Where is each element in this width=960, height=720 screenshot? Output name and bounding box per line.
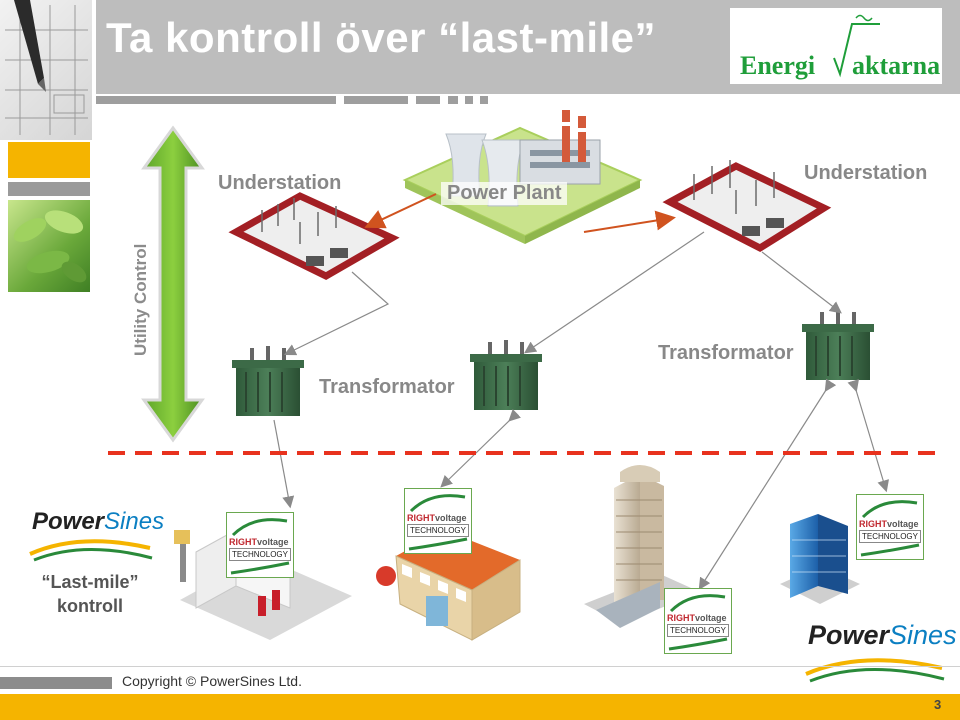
last-mile-label: “Last-mile” kontroll [20,570,160,618]
rightvoltage-technology-label: TECHNOLOGY [667,624,729,637]
rightvoltage-logo-text: RIGHTvoltage [667,613,727,623]
transformer-left-label: Transformator [319,376,455,399]
powersines-power-text: Power [808,620,889,650]
transformer-right-label: Transformator [658,342,794,365]
power-plant-label: Power Plant [441,182,567,205]
rightvoltage-badge: RIGHTvoltage TECHNOLOGY [226,512,294,578]
arrow-substation-to-transformer-left [286,272,388,354]
powersines-sines-text: Sines [889,620,957,650]
rightvoltage-badge: RIGHTvoltage TECHNOLOGY [404,488,472,554]
substation-right-label: Understation [804,162,927,185]
substation-left-label: Understation [218,172,341,195]
arrow-substation-to-transformer-middle [526,232,704,352]
rightvoltage-technology-label: TECHNOLOGY [229,548,291,561]
footer-gray-bar [0,677,112,689]
rightvoltage-technology-label: TECHNOLOGY [407,524,469,537]
arrow-to-gas-station [274,420,290,506]
arrow-plant-to-right-substation [584,218,672,232]
substation-left-image [236,196,392,276]
rightvoltage-badge: RIGHTvoltage TECHNOLOGY [664,588,732,654]
arrow-substation-to-transformer-right [762,252,840,312]
rightvoltage-logo-text: RIGHTvoltage [229,537,289,547]
powersines-logo-right: PowerSines [800,618,956,686]
powersines-logo-left: PowerSines [24,500,164,564]
power-plant-image [405,110,640,244]
rightvoltage-badge: RIGHTvoltage TECHNOLOGY [856,494,924,560]
transformer-right-image [802,310,874,380]
substation-right-image [670,160,824,248]
arrow-plant-to-left-substation [368,194,436,226]
footer-divider [0,666,960,667]
rightvoltage-logo-text: RIGHTvoltage [859,519,919,529]
transformer-middle-image [470,340,542,410]
arrow-to-office [856,390,886,490]
rightvoltage-technology-label: TECHNOLOGY [859,530,921,543]
office-building-image [780,514,860,604]
transformer-left-image [232,346,304,416]
footer-yellow-bar [0,694,960,720]
rightvoltage-logo-text: RIGHTvoltage [407,513,467,523]
copyright-text: Copyright © PowerSines Ltd. [122,673,302,689]
page-number: 3 [934,697,941,712]
